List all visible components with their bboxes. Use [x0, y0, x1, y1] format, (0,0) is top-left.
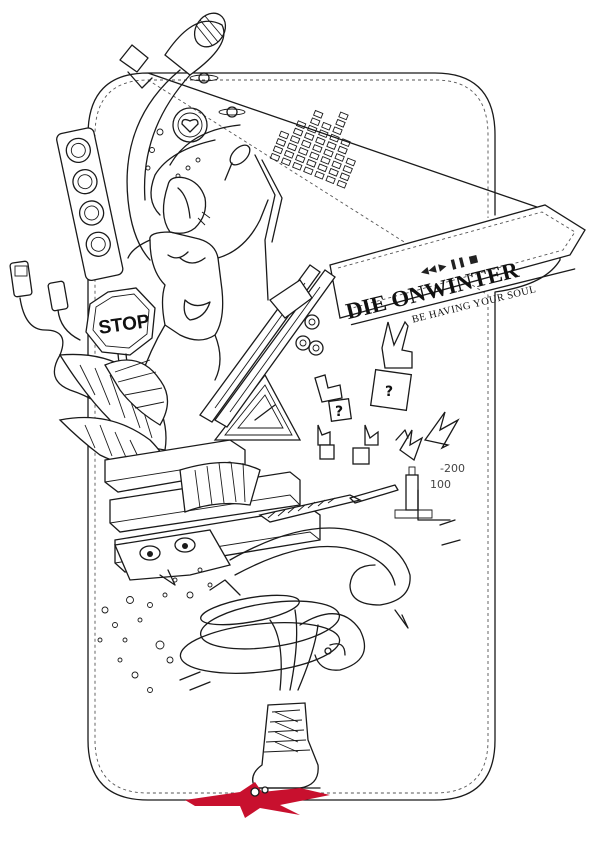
level-high-label: -200	[440, 462, 465, 475]
rounded-frame	[87, 72, 561, 801]
svg-text:?: ?	[385, 384, 393, 400]
level-low-label: 100	[430, 478, 451, 491]
red-splatter	[185, 782, 330, 818]
mp3-player-icon	[9, 260, 121, 421]
title-banner: DIE ONWINTER BE HAVING YOUR SOUL ◀◀ ▶ ❚❚…	[329, 204, 586, 326]
diagonal-strips	[199, 264, 336, 428]
equalizer-icon	[269, 109, 356, 189]
heart-icon	[172, 107, 208, 143]
level-meter: -200 100	[394, 462, 465, 546]
boot-icon	[252, 609, 321, 789]
swirl-ribbons	[179, 527, 411, 691]
megaphone-icon	[119, 12, 227, 89]
swirl-stems	[126, 69, 241, 261]
microphone-icon	[224, 144, 283, 301]
question-box-icon: ? ?	[319, 368, 413, 465]
woman-figure	[127, 176, 269, 441]
traffic-light-icon	[56, 127, 124, 282]
cartoon-face	[114, 529, 231, 586]
bubbles	[97, 567, 213, 693]
planet-icon	[189, 72, 246, 118]
peace-hand-icon	[314, 320, 413, 446]
svg-text:?: ?	[335, 404, 343, 420]
lightning-icon	[395, 411, 460, 462]
